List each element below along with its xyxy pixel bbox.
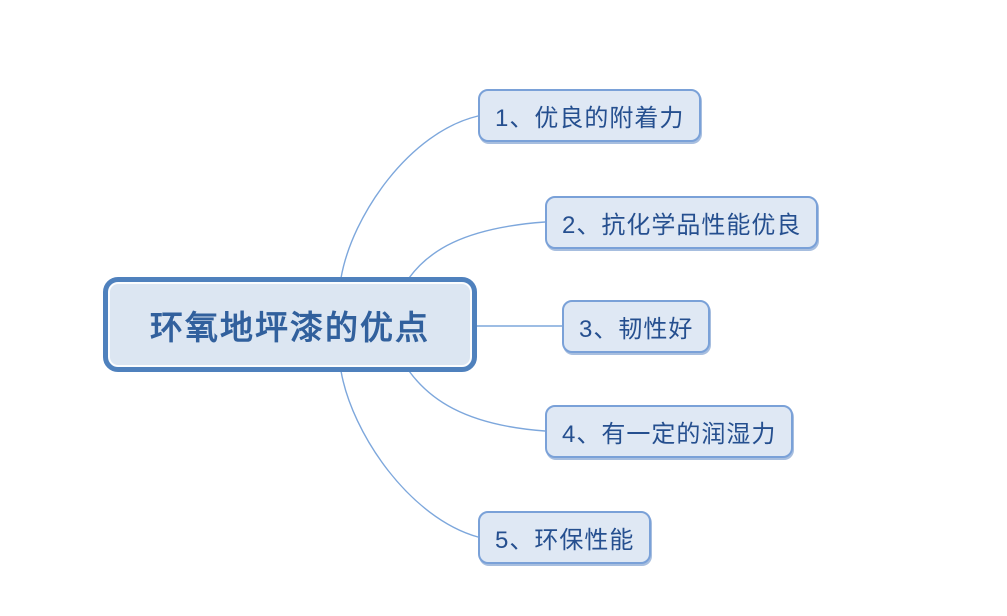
branch-node-3[interactable]: 3、韧性好: [562, 300, 711, 353]
connector-branch-4: [408, 370, 546, 432]
branch-node-1[interactable]: 1、优良的附着力: [478, 89, 702, 142]
branch-node-label: 1、优良的附着力: [495, 105, 685, 132]
connector-branch-5: [340, 370, 479, 538]
branch-node-label: 4、有一定的润湿力: [562, 421, 777, 448]
branch-node-label: 5、环保性能: [495, 527, 635, 554]
branch-node-2[interactable]: 2、抗化学品性能优良: [545, 196, 819, 249]
connector-branch-1: [340, 115, 479, 279]
root-node-label: 环氧地坪漆的优点: [150, 308, 430, 346]
branch-node-label: 2、抗化学品性能优良: [562, 212, 802, 239]
branch-node-5[interactable]: 5、环保性能: [478, 511, 652, 564]
branch-node-label: 3、韧性好: [579, 316, 694, 343]
branch-node-4[interactable]: 4、有一定的润湿力: [545, 405, 794, 458]
connector-branch-2: [408, 221, 546, 279]
root-node[interactable]: 环氧地坪漆的优点: [103, 277, 477, 372]
